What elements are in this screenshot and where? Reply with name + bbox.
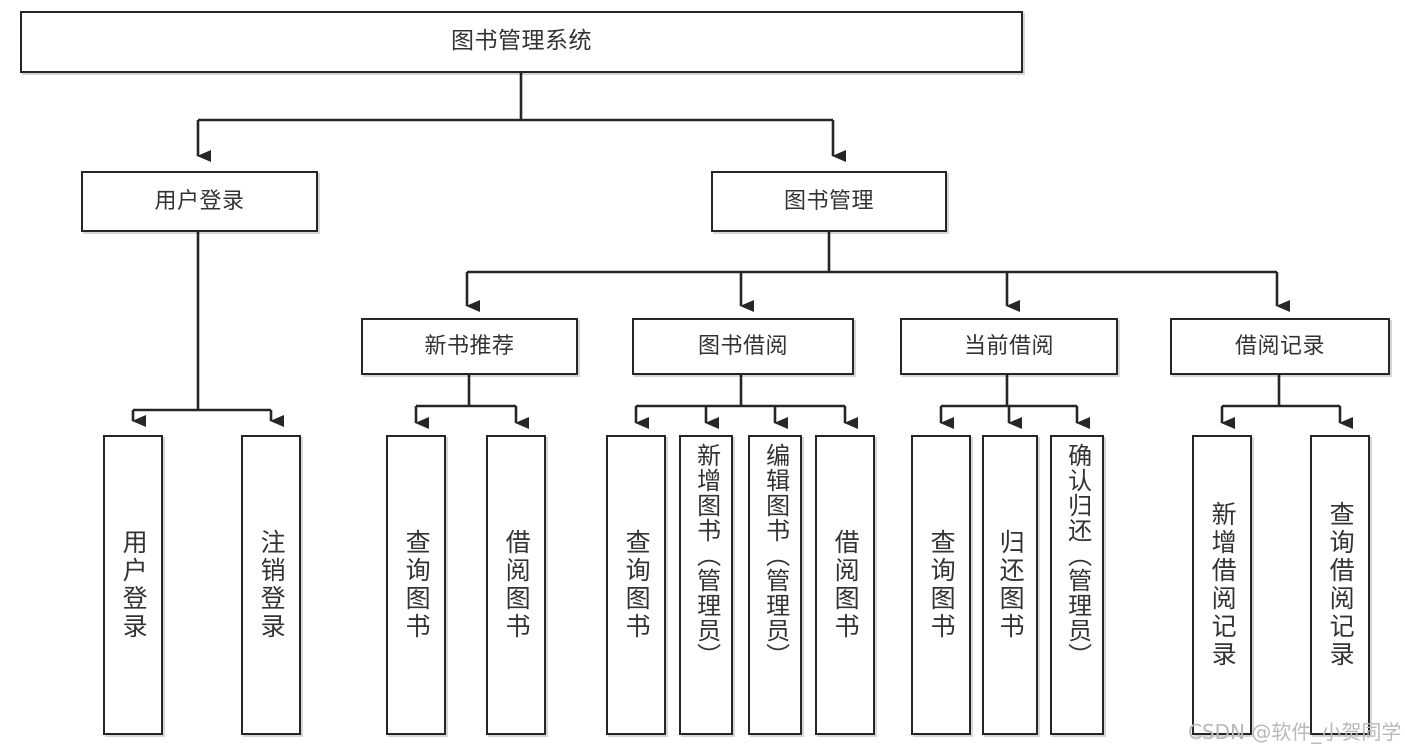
node-leaf-edit-book[interactable]: 编辑图书（管理员） xyxy=(748,435,802,735)
node-leaf-confirm-return-label: 确认归还（管理员） xyxy=(1063,443,1092,668)
node-leaf-borrow-book-1-label: 借阅图书 xyxy=(502,529,532,641)
node-borrow-record-label: 借阅记录 xyxy=(1234,333,1325,359)
node-user-login-label: 用户登录 xyxy=(154,188,245,214)
node-leaf-logout-label: 注销登录 xyxy=(257,529,287,641)
node-root[interactable]: 图书管理系统 xyxy=(20,11,1023,73)
node-new-book-recommend[interactable]: 新书推荐 xyxy=(361,318,578,375)
node-leaf-query-record-label: 查询借阅记录 xyxy=(1326,501,1356,669)
node-book-borrow[interactable]: 图书借阅 xyxy=(632,318,854,375)
node-leaf-borrow-book-2-label: 借阅图书 xyxy=(831,529,861,641)
node-borrow-record[interactable]: 借阅记录 xyxy=(1170,318,1390,375)
node-current-borrow-label: 当前借阅 xyxy=(963,333,1054,359)
node-leaf-query-book-3-label: 查询图书 xyxy=(927,529,957,641)
node-leaf-query-book-2[interactable]: 查询图书 xyxy=(606,435,666,735)
node-leaf-query-book-2-label: 查询图书 xyxy=(622,529,652,641)
node-leaf-borrow-book-2[interactable]: 借阅图书 xyxy=(815,435,875,735)
node-leaf-query-book-1[interactable]: 查询图书 xyxy=(386,435,446,735)
node-current-borrow[interactable]: 当前借阅 xyxy=(900,318,1118,375)
node-leaf-query-book-1-label: 查询图书 xyxy=(402,529,432,641)
node-root-label: 图书管理系统 xyxy=(451,28,592,55)
node-leaf-add-book[interactable]: 新增图书（管理员） xyxy=(679,435,733,735)
node-new-book-recommend-label: 新书推荐 xyxy=(424,333,515,359)
node-leaf-borrow-book-1[interactable]: 借阅图书 xyxy=(486,435,546,735)
node-leaf-user-login-label: 用户登录 xyxy=(119,529,149,641)
node-leaf-user-login[interactable]: 用户登录 xyxy=(103,435,163,735)
csdn-watermark: CSDN @软件_小贺同学 xyxy=(1188,720,1402,744)
node-leaf-return-book[interactable]: 归还图书 xyxy=(982,435,1038,735)
node-leaf-query-record[interactable]: 查询借阅记录 xyxy=(1310,435,1370,735)
node-book-manage[interactable]: 图书管理 xyxy=(711,171,947,232)
node-leaf-add-book-label: 新增图书（管理员） xyxy=(692,443,721,668)
node-leaf-edit-book-label: 编辑图书（管理员） xyxy=(761,443,790,668)
node-leaf-confirm-return[interactable]: 确认归还（管理员） xyxy=(1050,435,1104,735)
node-book-manage-label: 图书管理 xyxy=(783,188,874,214)
node-book-borrow-label: 图书借阅 xyxy=(697,333,788,359)
node-leaf-add-record[interactable]: 新增借阅记录 xyxy=(1192,435,1252,735)
node-leaf-return-book-label: 归还图书 xyxy=(996,529,1026,641)
node-leaf-query-book-3[interactable]: 查询图书 xyxy=(911,435,971,735)
node-leaf-add-record-label: 新增借阅记录 xyxy=(1208,501,1238,669)
node-leaf-logout[interactable]: 注销登录 xyxy=(241,435,301,735)
node-user-login[interactable]: 用户登录 xyxy=(81,171,318,232)
